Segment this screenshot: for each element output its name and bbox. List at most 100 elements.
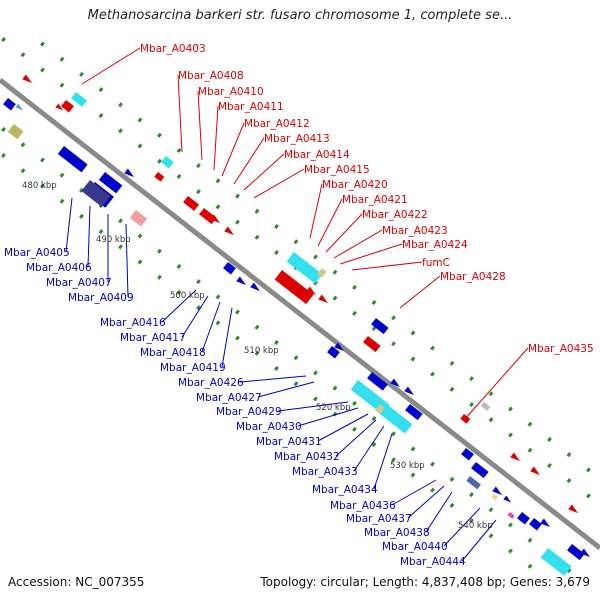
tick-dot — [469, 376, 474, 382]
gene-block — [71, 92, 88, 107]
tick-dot — [469, 492, 474, 498]
tick-dot — [79, 71, 84, 77]
gene-block — [507, 512, 515, 519]
reverse-gene-label: Mbar_A0405 — [4, 247, 70, 259]
tick-dot — [313, 370, 318, 376]
kbp-tick-label: 530 kbp — [390, 461, 425, 471]
tick-dot — [430, 487, 435, 493]
chromosome-backbone — [0, 78, 600, 550]
tick-dot — [157, 248, 162, 254]
gene-block — [98, 172, 123, 194]
reverse-gene-label: Mbar_A0407 — [46, 277, 112, 289]
reverse-gene-label: Mbar_A0406 — [26, 262, 92, 274]
forward-leader — [233, 137, 265, 185]
genome-stats-text: Topology: circular; Length: 4,837,408 bp… — [260, 575, 590, 589]
reverse-leader — [461, 519, 497, 562]
forward-gene-label: Mbar_A0421 — [342, 194, 408, 206]
tick-dot — [371, 300, 377, 306]
tick-dot — [254, 350, 260, 356]
forward-leader — [177, 74, 183, 153]
gene-arrow — [540, 518, 550, 528]
tick-dot — [235, 193, 240, 199]
gene-block — [61, 100, 74, 113]
reverse-gene-label: Mbar_A0431 — [256, 436, 322, 448]
tick-dot — [488, 507, 494, 513]
reverse-gene-label: Mbar_A0440 — [382, 541, 448, 553]
kbp-tick-label: 500 kbp — [170, 291, 205, 301]
gene-arrow — [404, 386, 414, 396]
tick-dot — [469, 518, 474, 524]
reverse-leader — [373, 433, 393, 490]
forward-gene-label: Mbar_A0408 — [178, 70, 244, 82]
reverse-gene-label: Mbar_A0436 — [330, 500, 396, 512]
tick-dot — [332, 385, 338, 391]
tick-dot — [40, 183, 45, 189]
tick-dot — [274, 224, 279, 229]
gene-arrow — [334, 342, 344, 352]
forward-leader — [333, 229, 383, 259]
tick-dot — [215, 320, 221, 326]
tick-dot — [59, 82, 65, 88]
reverse-leader — [181, 295, 209, 338]
tick-dot — [391, 315, 396, 321]
tick-dots — [1, 37, 591, 574]
reverse-leader — [443, 507, 481, 547]
reverse-gene-label: Mbar_A0438 — [364, 527, 430, 539]
tick-dot — [410, 356, 416, 362]
tick-dot — [332, 295, 338, 301]
tick-dot — [235, 335, 240, 341]
gene-arrow — [22, 74, 32, 84]
tick-dot — [430, 461, 435, 467]
tick-dot — [137, 259, 143, 265]
forward-leader — [399, 275, 441, 309]
tick-dot — [215, 204, 221, 210]
reverse-gene-label: Mbar_A0444 — [400, 556, 466, 568]
tick-dot — [98, 113, 104, 119]
label-leaders — [65, 47, 529, 562]
tick-dot — [176, 173, 182, 179]
gene-block — [471, 462, 489, 479]
gene-block — [199, 207, 217, 225]
reverse-leader — [257, 381, 315, 398]
gene-block — [367, 372, 388, 391]
gene-block — [363, 336, 381, 353]
reverse-gene-label: Mbar_A0433 — [292, 466, 358, 478]
tick-dot — [40, 41, 45, 47]
reverse-gene-label: Mbar_A0432 — [274, 451, 340, 463]
gene-block — [567, 544, 585, 561]
tick-dot — [488, 417, 494, 423]
forward-leader — [213, 105, 219, 171]
forward-gene-label: Mbar_A0422 — [362, 209, 428, 221]
reverse-leader — [201, 301, 221, 353]
reverse-leader — [161, 289, 197, 323]
forward-leader — [253, 168, 305, 199]
tick-dot — [98, 87, 104, 93]
tick-dot — [176, 263, 182, 269]
tick-dot — [20, 52, 26, 58]
gene-arrow — [492, 486, 502, 496]
gene-block — [327, 345, 340, 359]
tick-dot — [274, 366, 279, 371]
tick-dot — [391, 457, 396, 463]
tick-dot — [59, 56, 65, 62]
tick-dot — [274, 340, 279, 345]
tick-dot — [79, 187, 84, 193]
tick-dot — [235, 219, 240, 225]
reverse-leader — [277, 401, 349, 412]
tick-dot — [410, 446, 416, 452]
tick-dot — [1, 153, 6, 159]
gene-block — [154, 172, 165, 182]
forward-leader — [325, 213, 363, 253]
reverse-gene-label: Mbar_A0418 — [140, 347, 206, 359]
tick-dot — [527, 447, 533, 453]
tick-dot — [293, 355, 299, 361]
gene-arrow — [568, 504, 578, 514]
tick-dot — [40, 67, 45, 73]
gene-arrow — [530, 466, 540, 476]
forward-gene-label: Mbar_A0428 — [440, 271, 506, 283]
tick-dot — [508, 522, 513, 528]
gene-arrow — [55, 103, 64, 111]
tick-dot — [293, 239, 299, 245]
tick-dot — [449, 502, 455, 508]
gene-block — [466, 476, 482, 490]
